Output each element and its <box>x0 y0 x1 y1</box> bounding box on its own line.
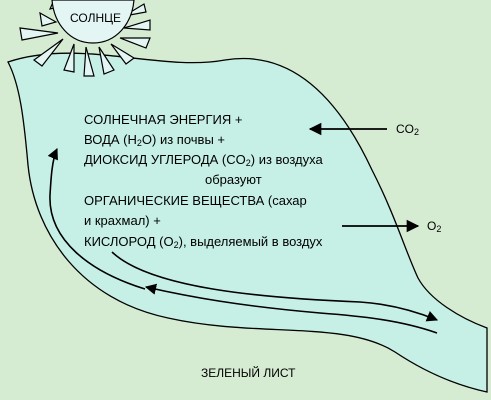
co2-subscript: 2 <box>245 158 251 168</box>
equation-line-form: образуют <box>205 172 262 187</box>
sun-body <box>51 0 135 44</box>
co2-text-end: ) из воздуха <box>250 152 323 167</box>
water-subscript: 2 <box>136 138 142 148</box>
o2-output-subscript: 2 <box>436 224 442 234</box>
co2-input-text: CO <box>396 122 414 136</box>
transport-arrow-down <box>111 251 439 322</box>
equation-line-starch: и крахмал) + <box>84 213 161 228</box>
water-text-end: O) из почвы + <box>141 132 225 147</box>
co2-text: ДИОКСИД УГЛЕРОДА (CO <box>84 152 246 167</box>
co2-input-label: CO2 <box>396 122 419 137</box>
transport-arrow-up <box>47 147 146 290</box>
water-text: ВОДА (H <box>84 132 137 147</box>
equation-line-organic: ОРГАНИЧЕСКИЕ ВЕЩЕСТВА (сахар <box>84 193 307 208</box>
o2-output-text: O <box>427 219 437 233</box>
equation-line-energy: СОЛНЕЧНАЯ ЭНЕРГИЯ + <box>84 112 243 127</box>
sun-rays <box>19 0 151 77</box>
leaf-shape <box>7 52 488 393</box>
leaf-label: ЗЕЛЕНЫЙ ЛИСТ <box>201 366 296 380</box>
oxygen-subscript: 2 <box>173 240 179 250</box>
equation-line-oxygen: КИСЛОРОД (O2), выделяемый в воздух <box>84 233 322 254</box>
o2-output-label: O2 <box>427 219 441 234</box>
equation-line-water: ВОДА (H2O) из почвы + <box>84 131 225 152</box>
equation-line-co2: ДИОКСИД УГЛЕРОДА (CO2) из воздуха <box>84 151 323 172</box>
sun-label: СОЛНЦЕ <box>70 11 122 25</box>
transport-arrows <box>47 147 439 334</box>
transport-arrow-back <box>144 283 438 334</box>
oxygen-text-end: ), выделяемый в воздух <box>178 234 323 249</box>
co2-input-subscript: 2 <box>414 127 420 137</box>
oxygen-text: КИСЛОРОД (O <box>84 234 174 249</box>
